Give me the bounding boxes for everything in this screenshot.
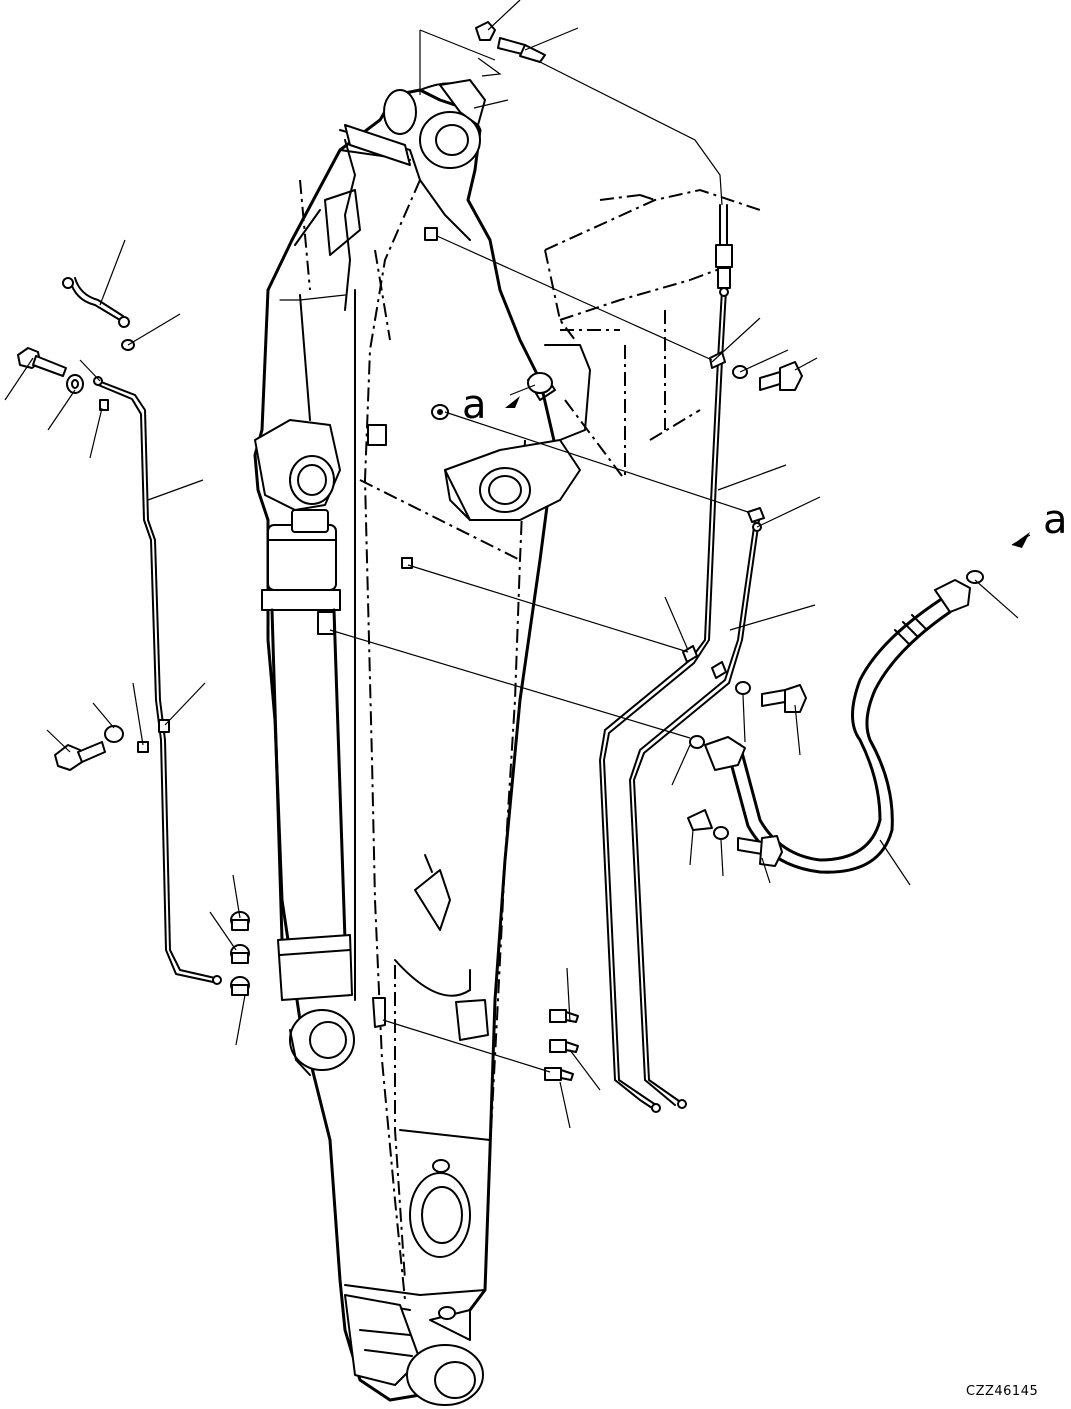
view-a-callout-right: a [1043,497,1068,543]
frame-outline [444,188,761,521]
bolts-right [367,21,807,867]
hydraulic-hose [689,570,984,874]
boom-cylinder [254,419,355,1076]
boom-structure [253,79,557,1406]
grease-fittings-center [544,1009,579,1081]
right-pipe-lines [599,204,765,1113]
drawing-code: CZZ46145 [966,1384,1039,1399]
view-a-callout-left: a [462,382,487,428]
left-grease-line [17,277,222,985]
grease-fittings-left [230,911,250,996]
leader-lines [4,0,1031,1129]
view-arrows [505,396,1030,548]
